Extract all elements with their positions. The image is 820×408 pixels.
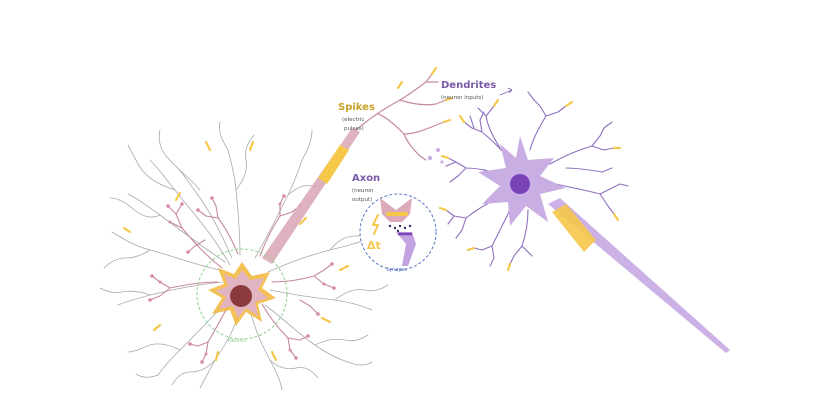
right-neuron-yellow-accents bbox=[438, 98, 622, 272]
synapse-caption: Synapse bbox=[386, 267, 407, 273]
left-neuron-yellow-accents bbox=[122, 140, 350, 362]
spikes-subtitle-1: (electric bbox=[342, 117, 364, 123]
spike-bolt-icon bbox=[372, 214, 379, 235]
axon-subtitle-1: (neuron bbox=[352, 188, 374, 194]
synapse-icon bbox=[359, 193, 437, 271]
left-neuron-nucleus bbox=[230, 285, 252, 307]
right-neuron-dendrites bbox=[445, 91, 629, 267]
right-neuron-body bbox=[478, 136, 566, 226]
left-neuron-dendrites-pink bbox=[149, 195, 335, 363]
dendrites-title: Dendrites bbox=[441, 80, 496, 91]
right-neuron-nucleus bbox=[510, 174, 530, 194]
axon-subtitle-2: output) bbox=[352, 197, 372, 203]
spikes-subtitle-2: pulses) bbox=[344, 126, 364, 132]
neuron-caption: Neuron bbox=[228, 338, 246, 344]
axon-title: Axon bbox=[352, 173, 380, 184]
left-neuron-dendrites-grey bbox=[99, 121, 389, 391]
left-axon bbox=[262, 66, 454, 264]
spikes-title: Spikes bbox=[338, 102, 375, 113]
right-axon bbox=[548, 198, 730, 353]
dendrites-pointer bbox=[499, 87, 513, 96]
left-neuron-body bbox=[196, 248, 288, 340]
dendrites-subtitle: (neuron inputs) bbox=[441, 95, 483, 101]
delta-t-label: Δt bbox=[367, 239, 381, 252]
